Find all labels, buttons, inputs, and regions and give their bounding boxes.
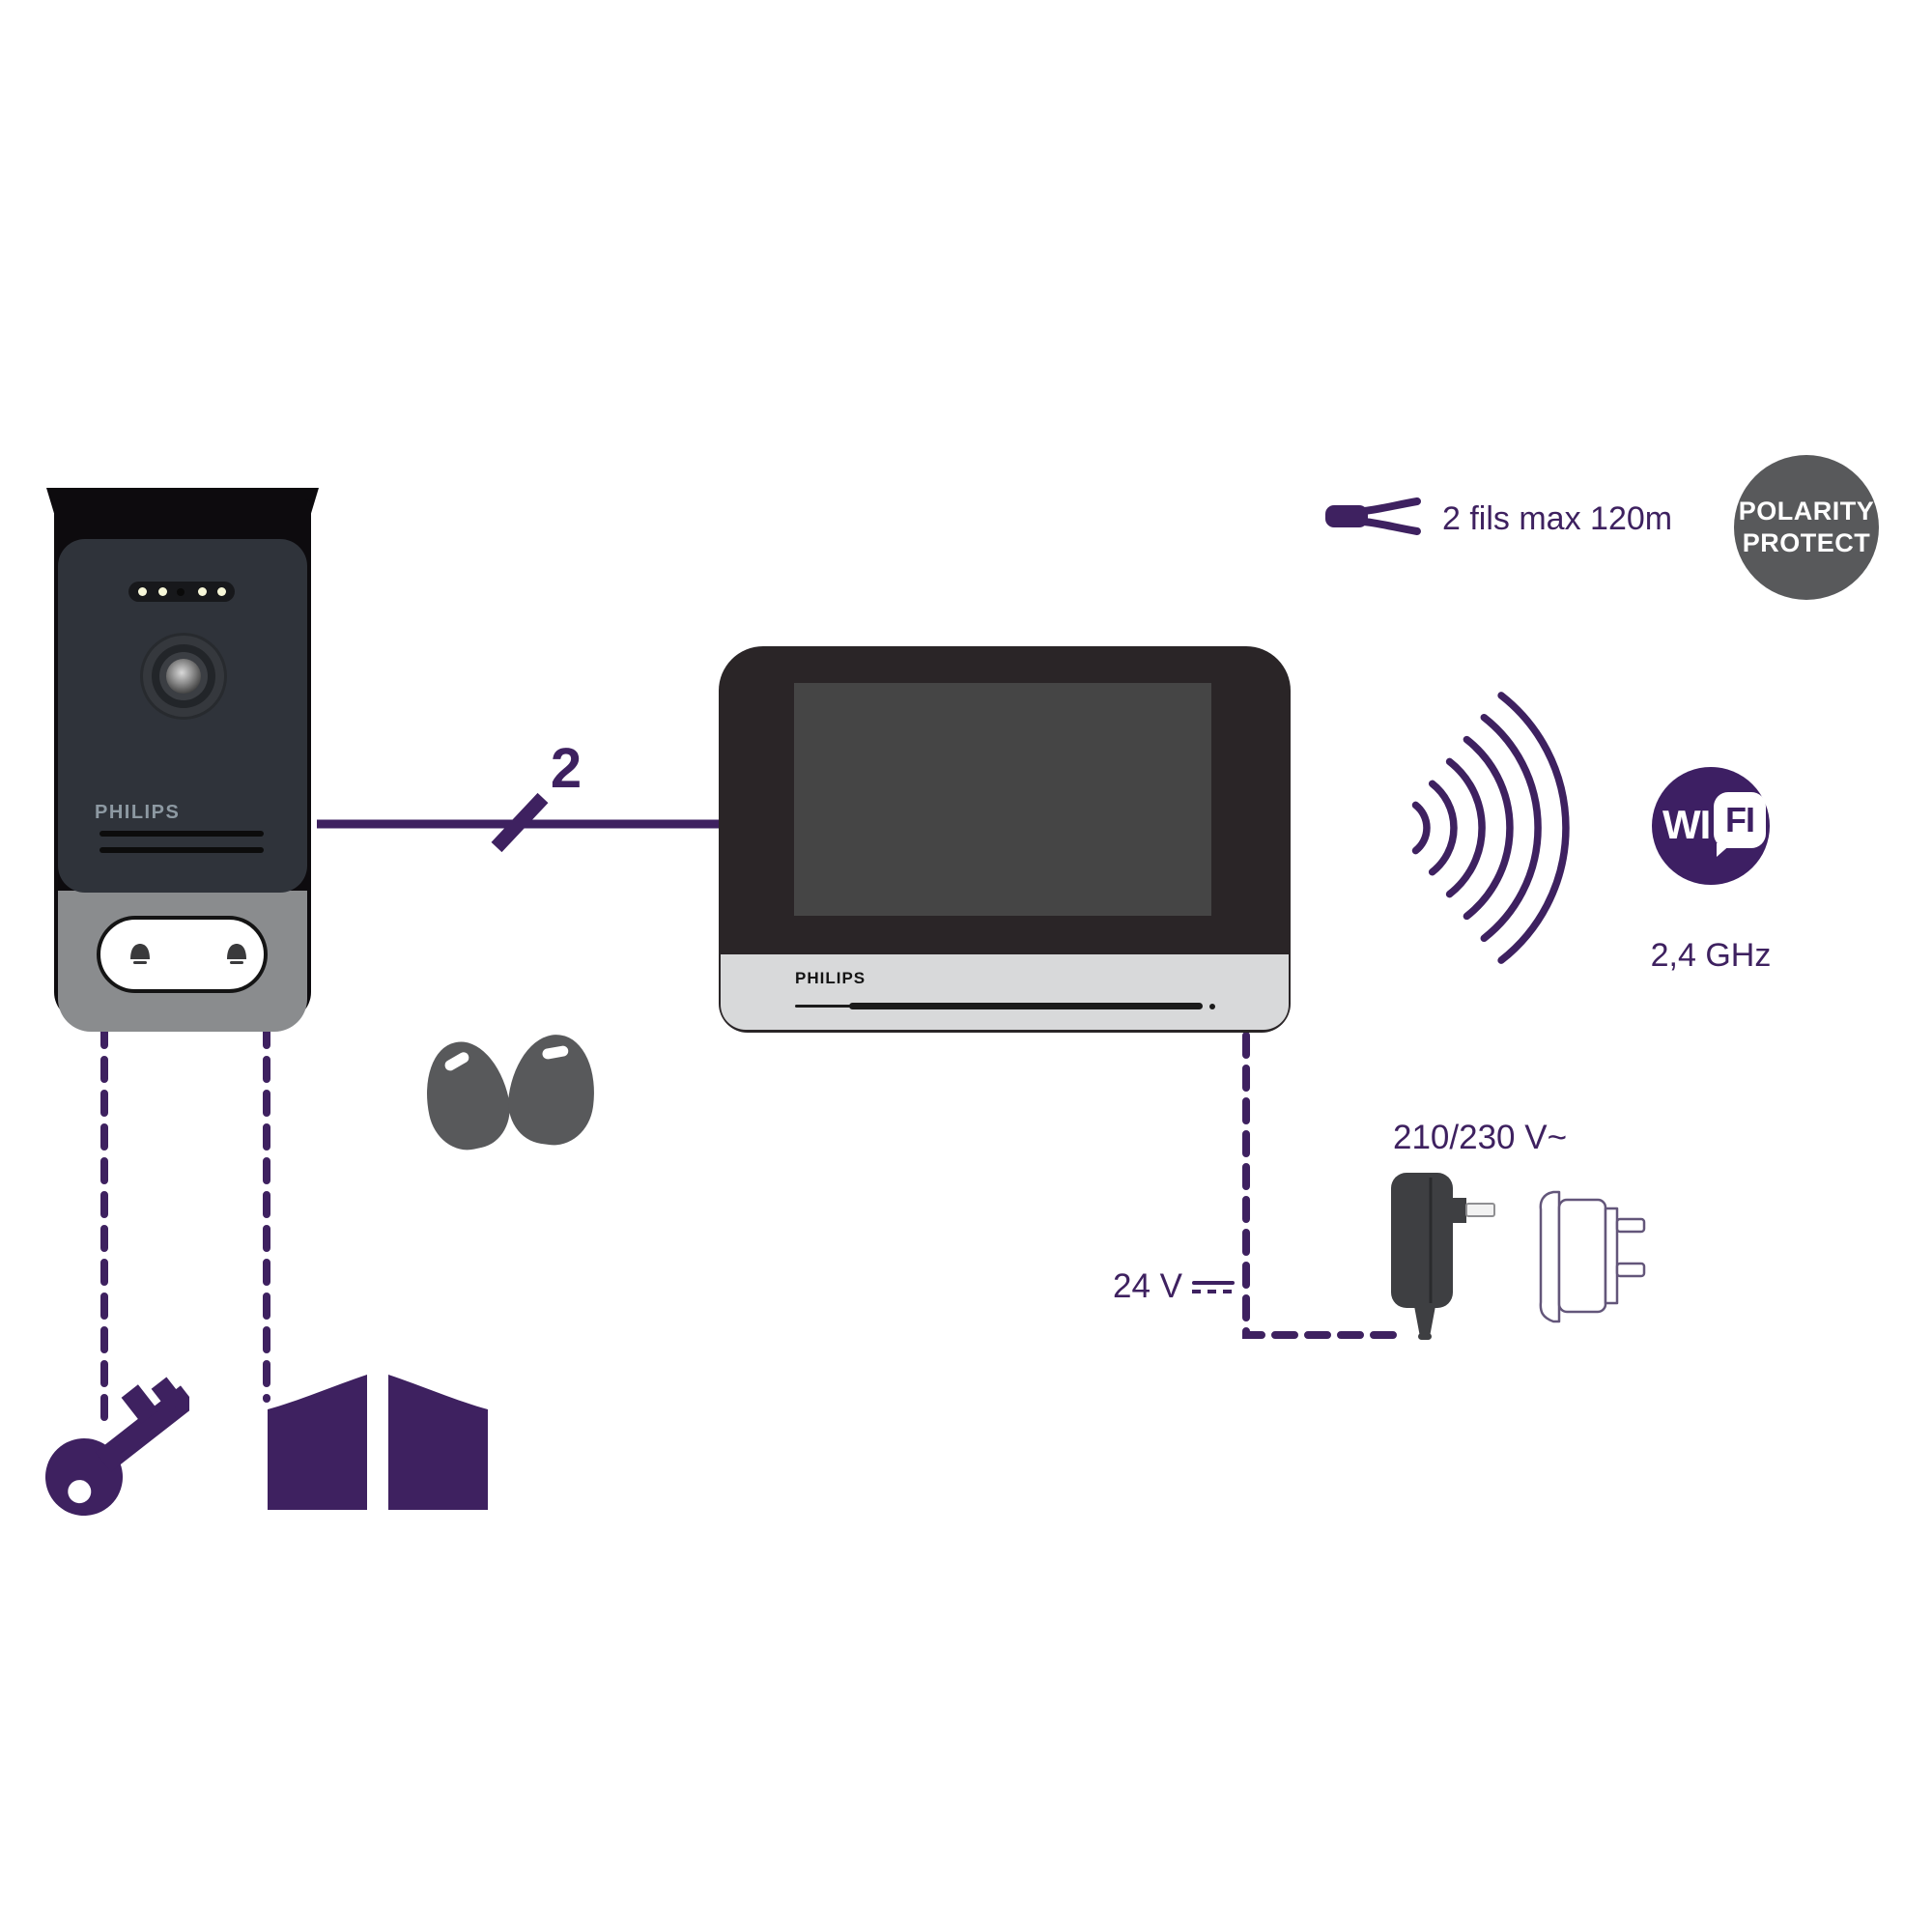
polarity-protect-badge: POLARITY PROTECT (1734, 455, 1879, 600)
polarity-badge-line2: PROTECT (1742, 528, 1871, 557)
monitor-brand: PHILIPS (795, 969, 867, 987)
led-dot (138, 587, 147, 596)
wifi-logo-wi: WI (1662, 802, 1711, 847)
camera-icon (140, 633, 227, 720)
door-station: PHILIPS (46, 488, 319, 1032)
wifi-logo-fi-bubble: FI (1714, 792, 1766, 857)
door-station-brand: PHILIPS (95, 802, 181, 823)
key-icon (45, 1377, 189, 1516)
monitor-speaker-slit (795, 1005, 851, 1008)
bell-icon (227, 944, 246, 964)
dc-voltage-label: 24 V (1113, 1267, 1182, 1305)
wifi-frequency-label: 2,4 GHz (1650, 937, 1772, 974)
wifi-waves-icon (1411, 692, 1570, 964)
key-fob-slot (541, 1044, 570, 1061)
monitor-to-power-dashed-line (1242, 1032, 1406, 1339)
wifi-logo-fi: FI (1725, 800, 1755, 839)
wire-count-label: 2 (550, 737, 582, 800)
led-dot (198, 587, 207, 596)
microphone-hole (1209, 1004, 1215, 1009)
two-wire-cable-icon (1325, 497, 1421, 535)
dc-voltage-group: 24 V (1113, 1267, 1235, 1306)
camera-lens (166, 659, 201, 694)
uk-plug-icon (1539, 1190, 1646, 1323)
wifi-logo: WI FI (1652, 767, 1770, 885)
dc-symbol (1192, 1280, 1235, 1293)
doorbell-button-panel[interactable] (97, 916, 268, 993)
gate-icon (268, 1375, 488, 1510)
wire-slash-mark (491, 792, 549, 853)
power-adapter-icon (1391, 1173, 1495, 1340)
led-indicator (128, 582, 235, 602)
monitor-speaker-slit (849, 1003, 1203, 1009)
speaker-slot (99, 847, 264, 853)
key-fob-slot (442, 1050, 471, 1073)
door-station-face-panel: PHILIPS (58, 539, 307, 893)
camera-ring-inner (159, 652, 208, 700)
led-dot (158, 587, 167, 596)
led-dot (217, 587, 226, 596)
monitor-screen[interactable] (794, 683, 1211, 916)
bell-icon (130, 944, 150, 964)
indoor-monitor: PHILIPS (719, 646, 1291, 1033)
mains-voltage-label: 210/230 V~ (1393, 1119, 1568, 1156)
light-sensor-dot (177, 587, 185, 596)
monitor-bottom-band (721, 954, 1289, 1030)
camera-ring (152, 644, 215, 708)
polarity-badge-line1: POLARITY (1738, 497, 1875, 526)
speaker-slot (99, 831, 264, 837)
cable-note-label: 2 fils max 120m (1442, 500, 1673, 537)
